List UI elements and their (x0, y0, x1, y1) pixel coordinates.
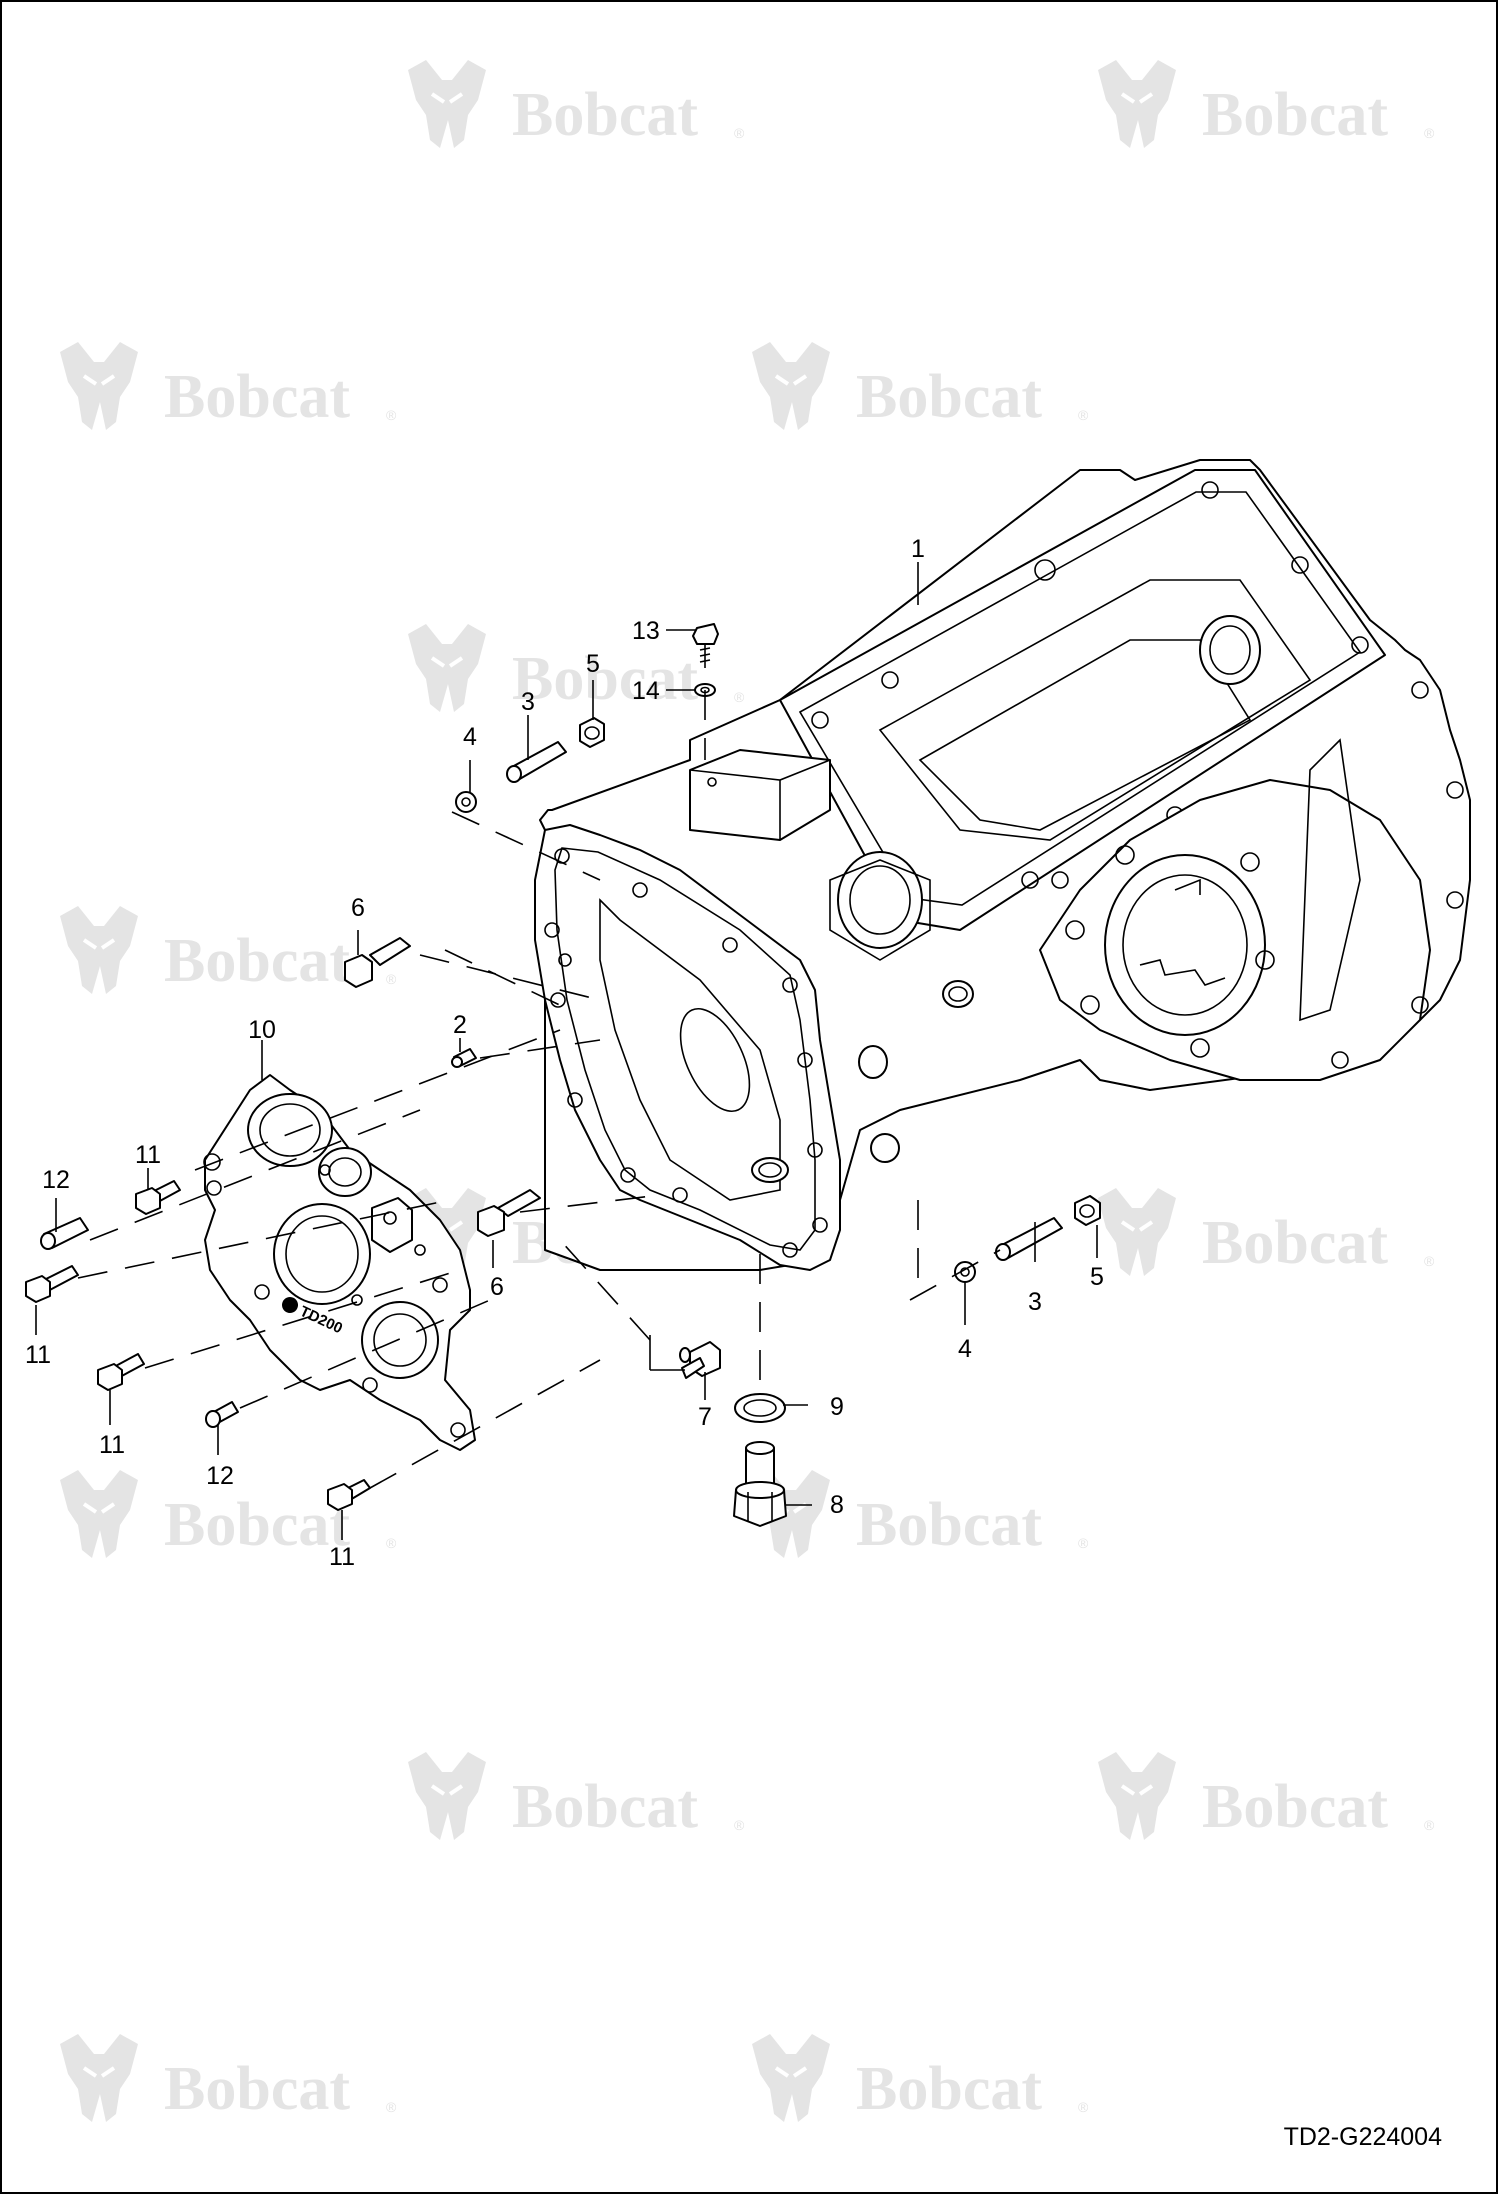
callout-2: 2 (453, 1011, 467, 1039)
svg-text:®: ® (386, 971, 397, 987)
watermark: Bobcat ® (750, 340, 1089, 432)
svg-text:Bobcat: Bobcat (1202, 1773, 1388, 1841)
leader-lines (35, 562, 1098, 1540)
nut-5-upper (579, 717, 605, 748)
callout-12: 12 (42, 1166, 70, 1194)
watermark: Bobcat ® (750, 1468, 1089, 1560)
callout-labels: 1 2 3 4 5 3 4 5 6 6 7 8 9 10 11 11 11 11… (25, 535, 1104, 1571)
stud-3-upper (506, 741, 567, 783)
svg-text:Bobcat: Bobcat (164, 363, 350, 431)
watermark: Bobcat ® (1096, 1750, 1435, 1842)
nut-5-right (1074, 1195, 1101, 1226)
svg-text:®: ® (386, 1535, 397, 1551)
callout-9: 9 (830, 1393, 844, 1421)
assembly-axes (77, 690, 1001, 1489)
callout-3: 3 (521, 688, 535, 716)
watermark: Bobcat ® (58, 2032, 397, 2124)
bolt-6-lower (477, 1189, 541, 1237)
svg-text:®: ® (1078, 1535, 1089, 1551)
svg-text:Bobcat: Bobcat (512, 81, 698, 149)
bolt-11c (97, 1353, 145, 1391)
watermark: Bobcat ® (58, 904, 397, 996)
svg-text:Bobcat: Bobcat (856, 363, 1042, 431)
svg-text:®: ® (1424, 125, 1435, 141)
bolt-11a (135, 1180, 181, 1215)
callout-1: 1 (911, 535, 925, 563)
svg-text:Bobcat: Bobcat (164, 2055, 350, 2123)
bolt-7 (679, 1341, 721, 1379)
watermark: Bobcat ® (58, 340, 397, 432)
svg-text:®: ® (1424, 1253, 1435, 1269)
svg-text:Bobcat: Bobcat (164, 927, 350, 995)
callout-4: 4 (463, 723, 477, 751)
watermark-layer: Bobcat® Bobcat® Bobcat® Bobcat® Bobcat® … (58, 58, 1435, 2124)
front-mounting-face (534, 824, 841, 1271)
bolt-6-upper (344, 937, 411, 988)
watermark: Bobcat ® (750, 2032, 1089, 2124)
svg-text:®: ® (1078, 2099, 1089, 2115)
callout-11: 11 (135, 1141, 161, 1169)
svg-text:®: ® (734, 689, 745, 705)
callout-12: 12 (206, 1462, 234, 1490)
svg-text:Bobcat: Bobcat (512, 1773, 698, 1841)
callout-3: 3 (1028, 1288, 1042, 1316)
svg-text:®: ® (386, 407, 397, 423)
watermark: Bobcat ® (406, 58, 745, 150)
svg-text:Bobcat: Bobcat (856, 2055, 1042, 2123)
dowel-pin-12b (205, 1401, 239, 1428)
svg-text:Bobcat: Bobcat (1202, 81, 1388, 149)
callout-7: 7 (698, 1403, 712, 1431)
callout-4: 4 (958, 1335, 972, 1363)
svg-text:Bobcat: Bobcat (856, 1491, 1042, 1559)
callout-6: 6 (351, 894, 365, 922)
dowel-pin-2 (451, 1048, 477, 1068)
callout-6: 6 (490, 1273, 504, 1301)
callout-10: 10 (248, 1016, 276, 1044)
o-ring-9 (734, 1393, 786, 1423)
callout-11: 11 (329, 1543, 355, 1571)
svg-text:®: ® (1078, 407, 1089, 423)
callout-5: 5 (1090, 1263, 1104, 1291)
svg-text:Bobcat: Bobcat (1202, 1209, 1388, 1277)
callout-11: 11 (25, 1341, 51, 1369)
watermark: Bobcat ® (1096, 58, 1435, 150)
washer-4-upper (455, 791, 477, 813)
callout-13: 13 (632, 617, 660, 645)
callout-5: 5 (586, 650, 600, 678)
watermark: Bobcat ® (406, 622, 745, 714)
drain-plug-8 (733, 1441, 787, 1527)
bolt-13 (692, 623, 719, 668)
bolt-11b (25, 1265, 79, 1303)
svg-text:®: ® (734, 125, 745, 141)
svg-text:®: ® (734, 1817, 745, 1833)
callout-14: 14 (632, 677, 660, 705)
svg-text:Bobcat: Bobcat (164, 1491, 350, 1559)
svg-text:®: ® (1424, 1817, 1435, 1833)
dowel-pin-12a (40, 1217, 89, 1250)
watermark: Bobcat ® (1096, 1186, 1435, 1278)
drawing-id: TD2-G224004 (1284, 2123, 1443, 2151)
svg-text:®: ® (386, 2099, 397, 2115)
watermark: Bobcat ® (406, 1750, 745, 1842)
callout-8: 8 (830, 1491, 844, 1519)
stud-3-right (995, 1217, 1063, 1261)
watermark: Bobcat ® (58, 1468, 397, 1560)
bolt-11d (327, 1479, 371, 1511)
callout-11: 11 (99, 1431, 125, 1459)
svg-text:Bobcat: Bobcat (512, 645, 698, 713)
front-cover: TD200 (203, 1074, 476, 1451)
